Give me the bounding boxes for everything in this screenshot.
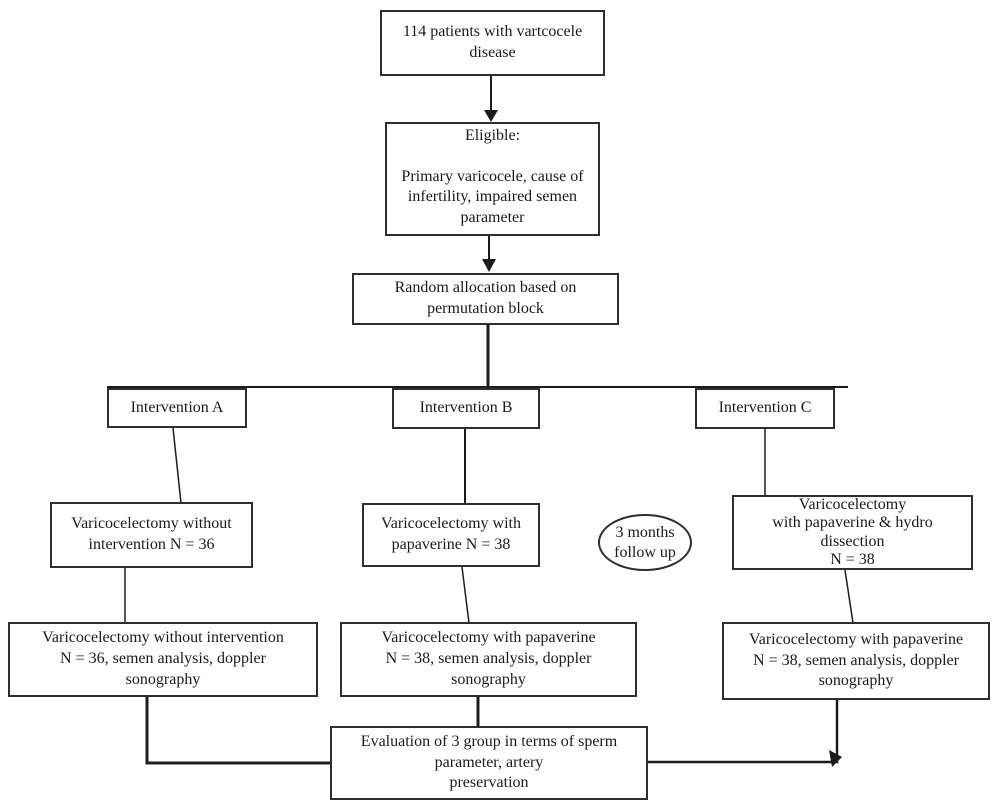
node-arm-a: Varicocelectomy without intervention N =… [50,502,253,568]
node-arm-c: Varicocelectomy with papaverine & hydro … [732,495,973,570]
node-patients: 114 patients with vartcocele disease [380,10,605,76]
node-eligible: Eligible: Primary varicocele, cause of i… [385,122,600,236]
arrow-patients-to-eligible [484,76,498,122]
arrowhead-result-c [829,750,842,767]
line-result-a-to-evaluation [145,697,331,765]
node-arm-b: Varicocelectomy with papaverine N = 38 [362,503,540,567]
arrow-eligible-to-random [482,236,496,272]
node-intervention-a: Intervention A [107,388,247,428]
line-arm-c-to-result-c [844,569,854,624]
node-result-a: Varicocelectomy without intervention N =… [8,622,318,697]
node-intervention-b: Intervention B [392,388,540,429]
line-arm-b-to-result-b [461,566,470,624]
node-result-b: Varicocelectomy with papaverine N = 38, … [340,622,637,697]
line-intervention-a-to-arm-a [172,427,182,504]
node-random-allocation: Random allocation based on permutation b… [352,273,619,325]
node-result-c: Varicocelectomy with papaverine N = 38, … [722,622,990,700]
line-result-c-to-evaluation [648,700,842,767]
node-intervention-c: Intervention C [695,388,835,429]
node-follow-up: 3 months follow up [598,514,692,571]
line-random-to-branch [107,325,848,388]
node-evaluation: Evaluation of 3 group in terms of sperm … [330,726,648,800]
